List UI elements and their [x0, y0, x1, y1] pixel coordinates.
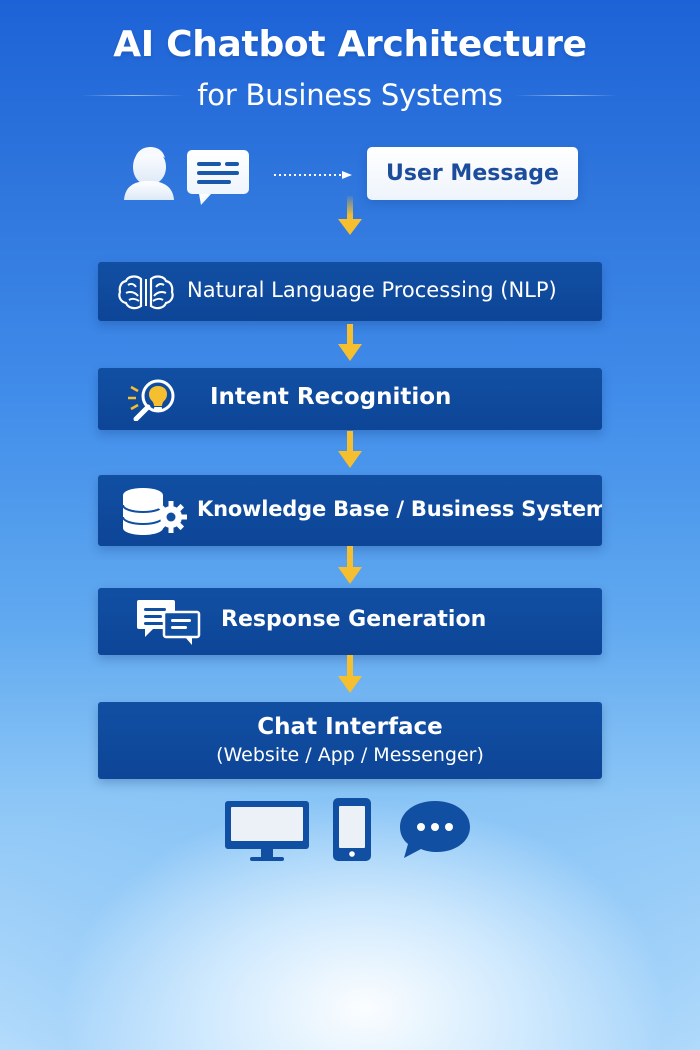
flow-step-response-generation: Response Generation: [98, 588, 602, 655]
chat-bubbles-icon: [137, 600, 201, 645]
flow-arrow-top: [338, 196, 362, 235]
flow-step-label: Response Generation: [221, 607, 487, 632]
flow-step-label: Intent Recognition: [210, 384, 452, 410]
magnifier-lightbulb-icon: [128, 379, 175, 421]
user-message-label: User Message: [386, 161, 559, 186]
user-icon: [124, 147, 249, 205]
flow-step-chat-interface: Chat Interface (Website / App / Messenge…: [98, 702, 602, 779]
database-gear-icon: [122, 488, 187, 535]
page-subtitle: for Business Systems: [197, 78, 503, 112]
flow-step-intent-recognition: Intent Recognition: [98, 368, 602, 430]
flow-step-label: Natural Language Processing (NLP): [187, 278, 557, 302]
flow-step-nlp: Natural Language Processing (NLP): [98, 262, 602, 321]
page-title: AI Chatbot Architecture: [113, 24, 587, 65]
title-decoration-left: [82, 95, 184, 96]
chat-interface-title: Chat Interface: [257, 714, 443, 740]
brain-icon: [118, 275, 174, 310]
title-decoration-right: [515, 95, 617, 96]
flow-arrow-4: [338, 655, 362, 693]
flow-step-label: Knowledge Base / Business Systems: [197, 497, 602, 521]
mobile-icon: [333, 798, 371, 861]
flow-arrow-1: [338, 324, 362, 361]
flow-step-knowledge-base: Knowledge Base / Business Systems: [98, 475, 602, 546]
desktop-icon: [225, 801, 309, 861]
user-message-icon-group: [121, 140, 251, 206]
flow-arrow-2: [338, 431, 362, 468]
dotted-arrow-icon: [274, 171, 352, 179]
flow-arrow-3: [338, 546, 362, 584]
chat-dots-icon: [400, 801, 470, 858]
chat-interface-subtitle: (Website / App / Messenger): [216, 744, 484, 766]
user-message-box: User Message: [367, 147, 578, 200]
